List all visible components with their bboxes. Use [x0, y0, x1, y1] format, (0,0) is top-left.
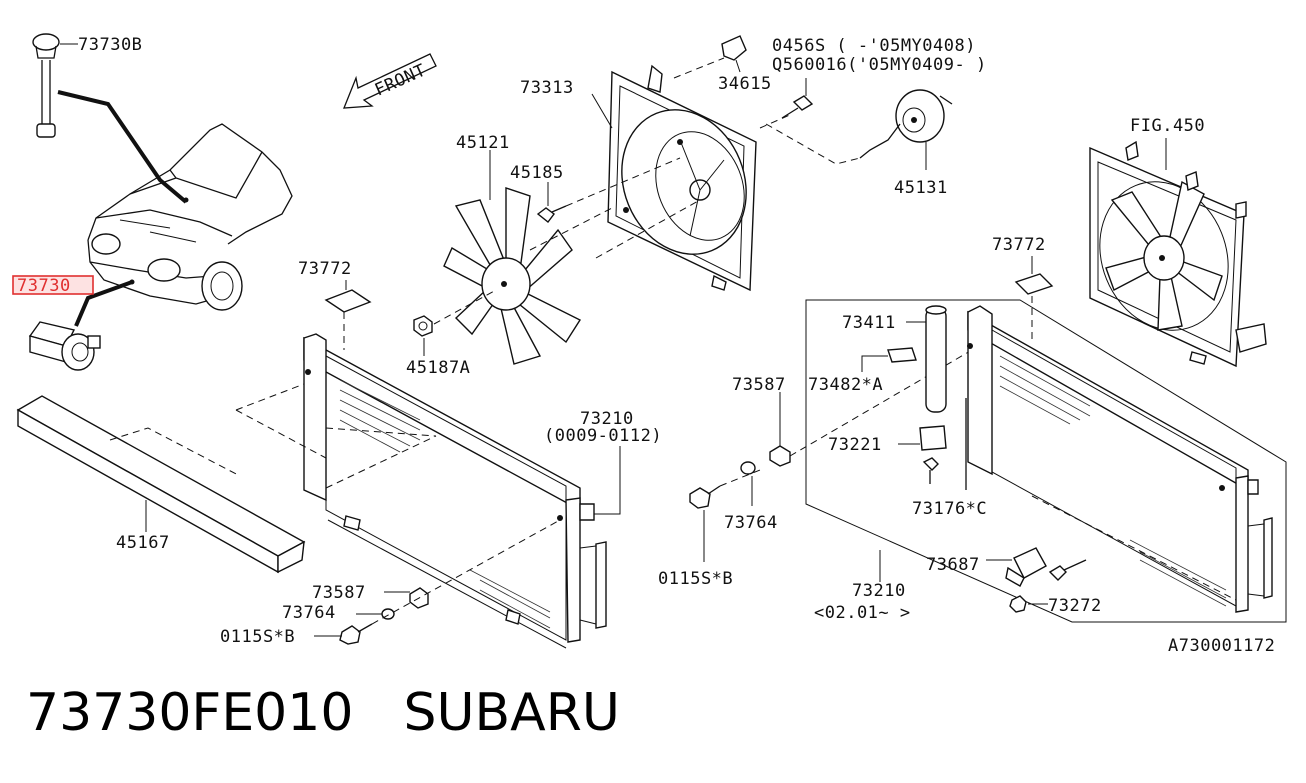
condenser-73210-right	[967, 305, 1273, 613]
nut-45187a	[413, 315, 433, 356]
bolt-0115sb-right	[689, 485, 721, 562]
diagram-code: A730001172	[1168, 636, 1275, 656]
label-45121: 45121	[456, 133, 510, 153]
label-45131: 45131	[894, 178, 948, 198]
bracket-73482a	[861, 347, 917, 372]
fan-blade-45121	[443, 187, 582, 365]
label-q560016: Q560016('05MY0409- )	[772, 55, 987, 75]
label-34615: 34615	[718, 74, 772, 94]
label-73730b: 73730B	[78, 35, 142, 55]
label-73221: 73221	[828, 435, 882, 455]
bracket-73687	[986, 547, 1087, 587]
label-73587-right: 73587	[732, 375, 786, 395]
label-73210-left: 73210	[580, 409, 634, 429]
washer-73764-left	[356, 608, 395, 620]
cushion-73587-right	[769, 392, 791, 467]
label-73210-right-range: <02.01~ >	[814, 603, 911, 623]
bumper-beam-45167	[16, 395, 306, 574]
fan-shroud-73313	[607, 64, 757, 292]
part-title: 73730FE010 SUBARU	[26, 678, 620, 748]
label-73687: 73687	[926, 555, 980, 575]
label-0456s: 0456S ( -'05MY0408)	[772, 36, 976, 56]
bolt-45185	[536, 182, 567, 223]
label-73411: 73411	[842, 313, 896, 333]
label-73764-left: 73764	[282, 603, 336, 623]
label-73313: 73313	[520, 78, 574, 98]
bolt-0115sb-left	[314, 623, 373, 645]
fan-assembly-fig450	[1089, 138, 1267, 368]
label-73210-left-range: (0009-0112)	[544, 426, 662, 446]
label-73730: 73730	[17, 276, 71, 296]
parts-diagram: 73730B FRONT 73730	[12, 33, 1287, 656]
label-45185: 45185	[510, 163, 564, 183]
screw-0456s	[781, 78, 814, 119]
seal-73772-left	[324, 280, 372, 313]
receiver-drier-73411	[906, 305, 947, 413]
label-45187a: 45187A	[406, 358, 470, 378]
label-73482a: 73482*A	[808, 375, 883, 395]
sensor-pin-73730b	[32, 33, 78, 138]
front-arrow	[343, 53, 437, 109]
bracket-73221	[898, 425, 947, 484]
label-73764-right: 73764	[724, 513, 778, 533]
nut-73272	[1009, 595, 1048, 613]
label-0115sb-right: 0115S*B	[658, 569, 733, 589]
highlight-box-73730	[12, 275, 94, 295]
label-front: FRONT	[372, 60, 429, 100]
label-73210-right: 73210	[852, 581, 906, 601]
label-73772-left: 73772	[298, 259, 352, 279]
ambient-sensor-73730	[28, 321, 101, 371]
condenser-73210-left	[303, 333, 607, 649]
fan-motor-45131	[859, 89, 953, 170]
label-45167: 45167	[116, 533, 170, 553]
label-73176c: 73176*C	[912, 499, 987, 519]
label-73272: 73272	[1048, 596, 1102, 616]
car-illustration	[87, 123, 293, 311]
label-fig450: FIG.450	[1130, 116, 1205, 136]
assembly-frame-73210-right	[805, 299, 1287, 623]
label-73772-right: 73772	[992, 235, 1046, 255]
washer-73764-right	[740, 461, 756, 506]
label-0115sb-left: 0115S*B	[220, 627, 295, 647]
seal-73772-right	[1014, 256, 1054, 295]
brand-name: SUBARU	[403, 683, 620, 743]
part-number: 73730FE010	[26, 683, 354, 743]
label-73587-left: 73587	[312, 583, 366, 603]
clip-34615	[721, 35, 747, 73]
